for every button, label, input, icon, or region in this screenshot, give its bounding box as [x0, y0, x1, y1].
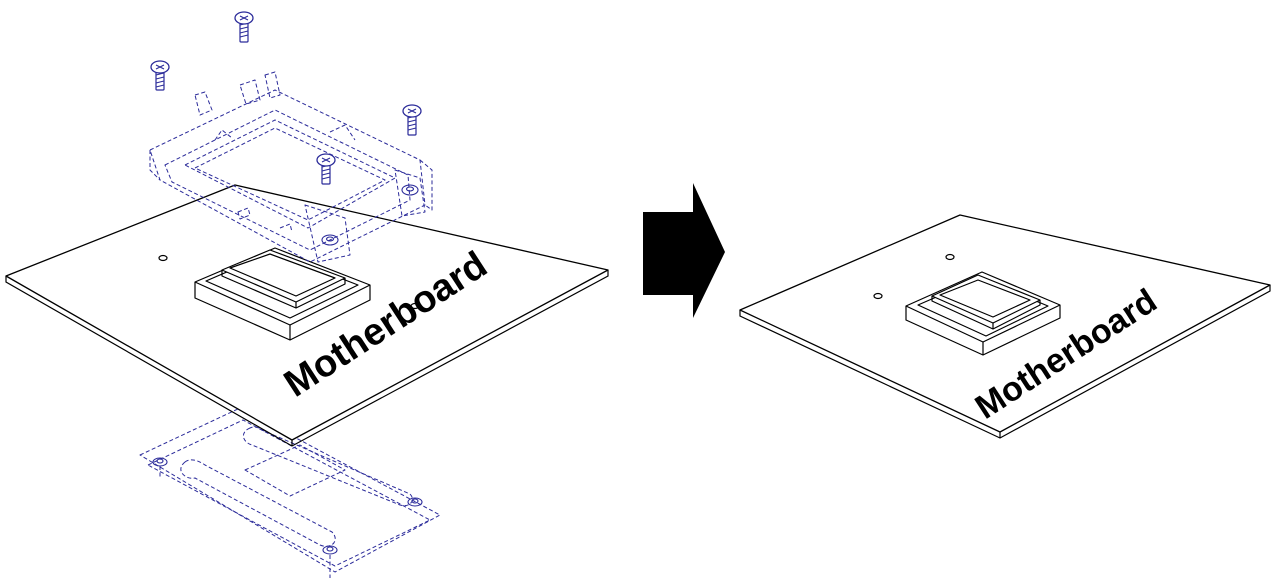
screw-icon — [402, 104, 422, 136]
assembled-view: Motherboard — [739, 214, 1271, 439]
cpu-chip — [221, 249, 346, 309]
right-arrow-icon — [643, 183, 725, 318]
screw-icon — [316, 153, 336, 185]
screw-icon — [234, 11, 254, 43]
exploded-view: Motherboard — [5, 11, 609, 578]
cpu-chip — [931, 274, 1041, 330]
screw-icon — [150, 60, 170, 91]
retention-frame — [149, 71, 433, 263]
backplate — [139, 407, 441, 578]
left-motherboard: Motherboard — [5, 184, 609, 447]
